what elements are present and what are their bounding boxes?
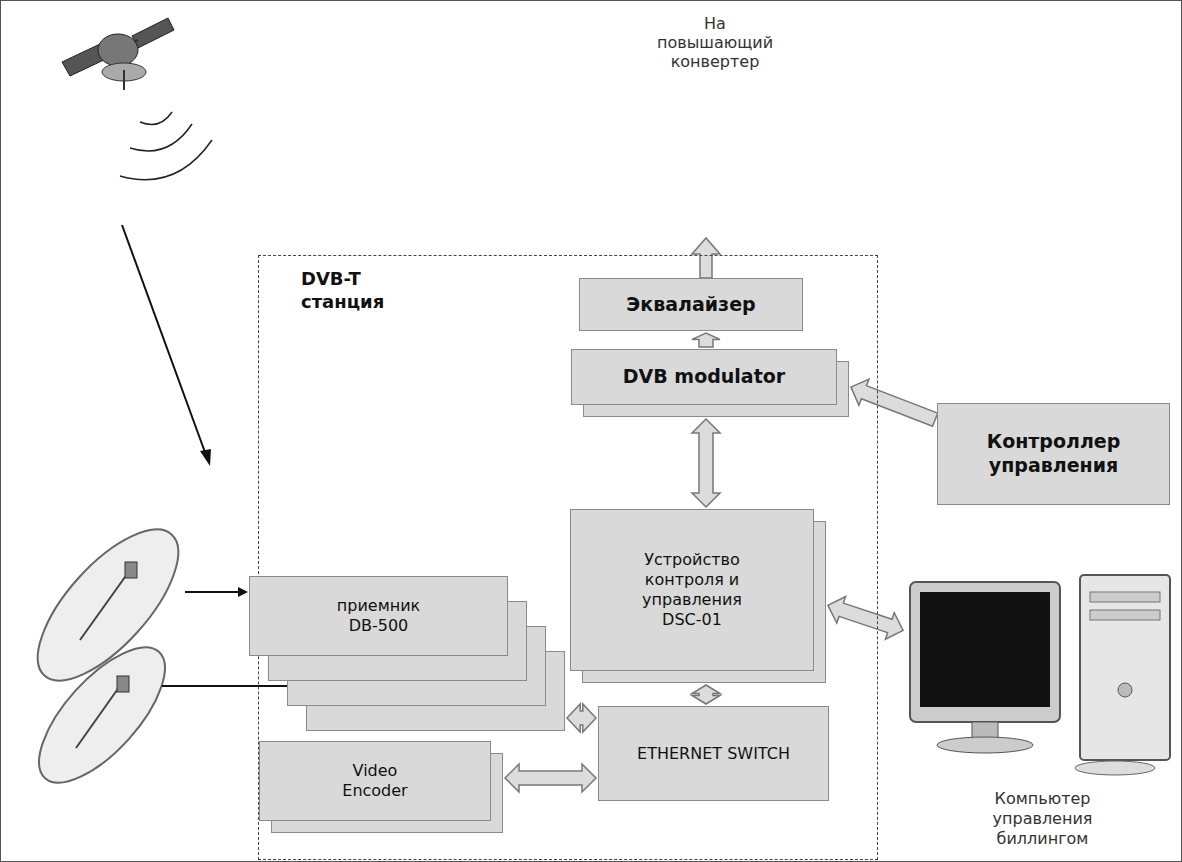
- computer-icon: [910, 575, 1170, 775]
- equalizer-box: Эквалайзер: [579, 278, 803, 331]
- signal-arrow: [122, 225, 206, 455]
- signal-waves: [120, 112, 212, 180]
- block-arrow: [692, 685, 720, 704]
- output-arrow: [692, 238, 720, 278]
- node-text: Эквалайзер: [626, 293, 755, 317]
- receiver-box: приемник DB-500: [249, 576, 508, 656]
- block-arrow: [567, 704, 596, 732]
- node-text: приемник DB-500: [324, 596, 434, 636]
- node-text: Компьютер управления биллингом: [978, 789, 1108, 849]
- block-arrow: [828, 597, 903, 640]
- node-text: ETHERNET SWITCH: [637, 744, 790, 764]
- billing-computer: Компьютер управления биллингом: [905, 575, 1180, 855]
- node-text: Устройство контроля и управления DSC-01: [627, 550, 757, 630]
- modulator-box: DVB modulator: [571, 349, 837, 405]
- ethernet-switch-box: ETHERNET SWITCH: [598, 706, 829, 801]
- dish-icon: [15, 508, 202, 803]
- node-text: DVB modulator: [623, 365, 785, 389]
- feed-line: [185, 591, 240, 593]
- node-text: Контроллер управления: [954, 430, 1154, 478]
- block-arrow: [505, 764, 596, 792]
- station-region: DVB-T станцияЭквалайзерDVB modulatorУстр…: [258, 255, 878, 860]
- block-arrow: [851, 379, 938, 426]
- video-encoder-box: Video Encoder: [259, 741, 491, 821]
- control-unit-box: Устройство контроля и управления DSC-01: [570, 509, 814, 671]
- satellite-icon: [62, 18, 174, 90]
- block-arrow: [692, 333, 720, 347]
- controller-box: Контроллер управления: [937, 403, 1170, 505]
- block-arrow: [692, 419, 720, 507]
- feed-line: [162, 685, 297, 687]
- node-text: Video Encoder: [325, 761, 425, 801]
- node-text: DVB-T станция: [301, 268, 421, 313]
- output-label: На повышающий конвертер: [655, 14, 775, 72]
